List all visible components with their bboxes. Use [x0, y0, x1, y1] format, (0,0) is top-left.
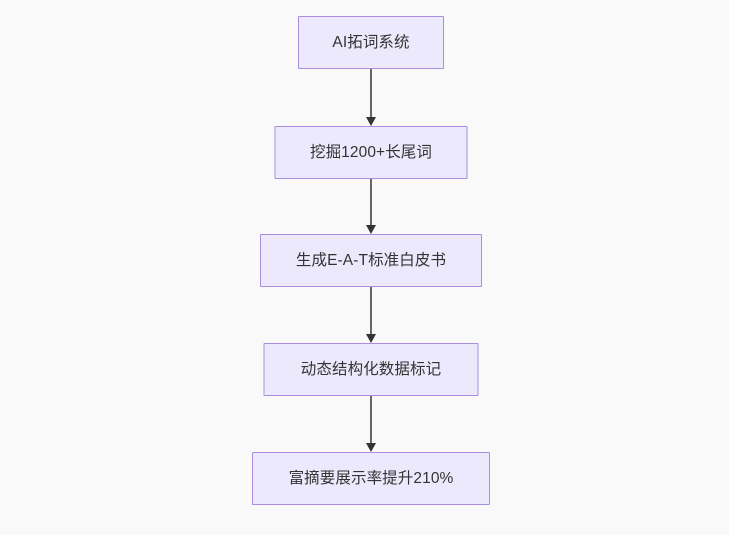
arrowhead-down-icon — [366, 117, 376, 126]
flowchart-node-5-label: 富摘要展示率提升210% — [288, 469, 454, 487]
edge-line — [370, 69, 372, 117]
flowchart-edge-3-to-4 — [362, 287, 380, 343]
flowchart-node-4[interactable]: 动态结构化数据标记 — [263, 343, 479, 396]
flowchart-node-4-label: 动态结构化数据标记 — [300, 360, 442, 378]
flowchart-node-5[interactable]: 富摘要展示率提升210% — [252, 452, 490, 505]
arrowhead-down-icon — [366, 334, 376, 343]
flowchart-node-3-label: 生成E-A-T标准白皮书 — [295, 251, 447, 269]
flowchart-edge-1-to-2 — [362, 69, 380, 126]
flowchart-edge-4-to-5 — [362, 396, 380, 452]
edge-line — [370, 179, 372, 225]
flowchart-node-1[interactable]: AI拓词系统 — [298, 16, 444, 69]
flowchart-node-2-label: 挖掘1200+长尾词 — [309, 143, 433, 161]
flowchart-node-3[interactable]: 生成E-A-T标准白皮书 — [260, 234, 482, 287]
edge-line — [370, 396, 372, 443]
flowchart-node-2[interactable]: 挖掘1200+长尾词 — [274, 126, 468, 179]
flowchart-node-1-label: AI拓词系统 — [332, 33, 410, 51]
flowchart-edge-2-to-3 — [362, 179, 380, 234]
arrowhead-down-icon — [366, 443, 376, 452]
arrowhead-down-icon — [366, 225, 376, 234]
edge-line — [370, 287, 372, 334]
